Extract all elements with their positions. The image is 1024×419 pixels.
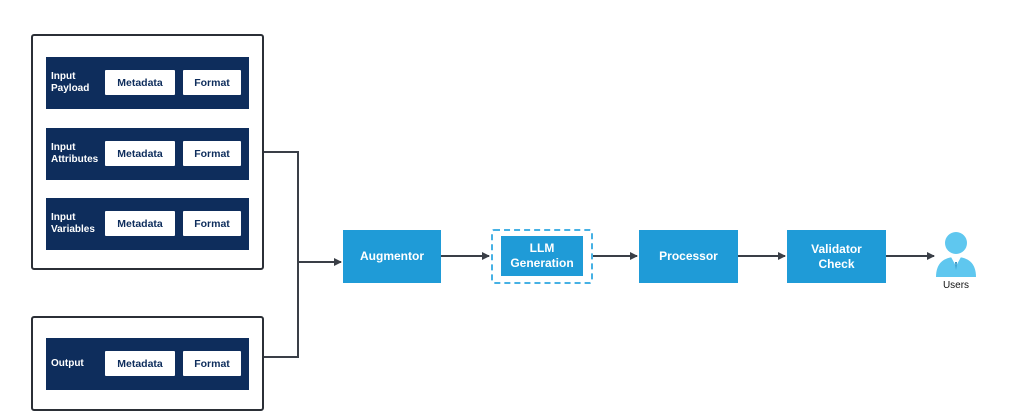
input-variables-row: Input Variables Metadata Format — [46, 198, 249, 250]
input-connector — [264, 151, 299, 262]
processor-node: Processor — [639, 230, 738, 283]
metadata-chip: Metadata — [105, 70, 175, 95]
user-icon — [936, 232, 976, 277]
input-attributes-label: Input Attributes — [51, 142, 99, 165]
metadata-chip: Metadata — [105, 141, 175, 166]
llm-generation-node: LLM Generation — [501, 236, 583, 276]
users-label: Users — [942, 280, 970, 291]
metadata-chip: Metadata — [105, 211, 175, 236]
format-chip: Format — [183, 141, 241, 166]
output-group-box: Output Metadata Format — [31, 316, 264, 411]
input-payload-label: Input Payload — [51, 71, 90, 94]
validator-check-node: Validator Check — [787, 230, 886, 283]
input-attributes-row: Input Attributes Metadata Format — [46, 128, 249, 180]
augmentor-node: Augmentor — [343, 230, 441, 283]
format-chip: Format — [183, 211, 241, 236]
metadata-chip: Metadata — [105, 351, 175, 376]
output-label: Output — [51, 358, 84, 369]
format-chip: Format — [183, 70, 241, 95]
output-connector — [264, 262, 299, 358]
output-row: Output Metadata Format — [46, 338, 249, 390]
format-chip: Format — [183, 351, 241, 376]
input-variables-label: Input Variables — [51, 212, 95, 235]
input-group-box: Input Payload Metadata Format Input Attr… — [31, 34, 264, 270]
input-payload-row: Input Payload Metadata Format — [46, 57, 249, 109]
